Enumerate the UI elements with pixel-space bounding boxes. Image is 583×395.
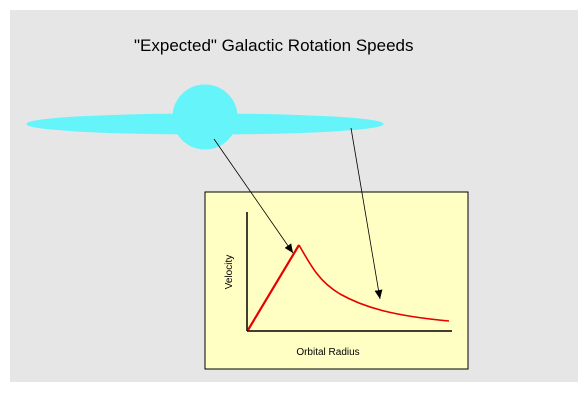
velocity-curve-falloff xyxy=(298,244,450,322)
chart-panel xyxy=(204,191,469,370)
page-title: "Expected" Galactic Rotation Speeds xyxy=(134,36,414,55)
bulge-to-peak-arrow xyxy=(213,138,294,254)
x-axis-label: Orbital Radius xyxy=(296,347,359,358)
y-axis-label: Velocity xyxy=(224,255,235,289)
galaxy-bulge xyxy=(172,84,238,150)
disk-to-falloff-arrow xyxy=(350,127,383,300)
velocity-curve-rising xyxy=(247,244,300,331)
